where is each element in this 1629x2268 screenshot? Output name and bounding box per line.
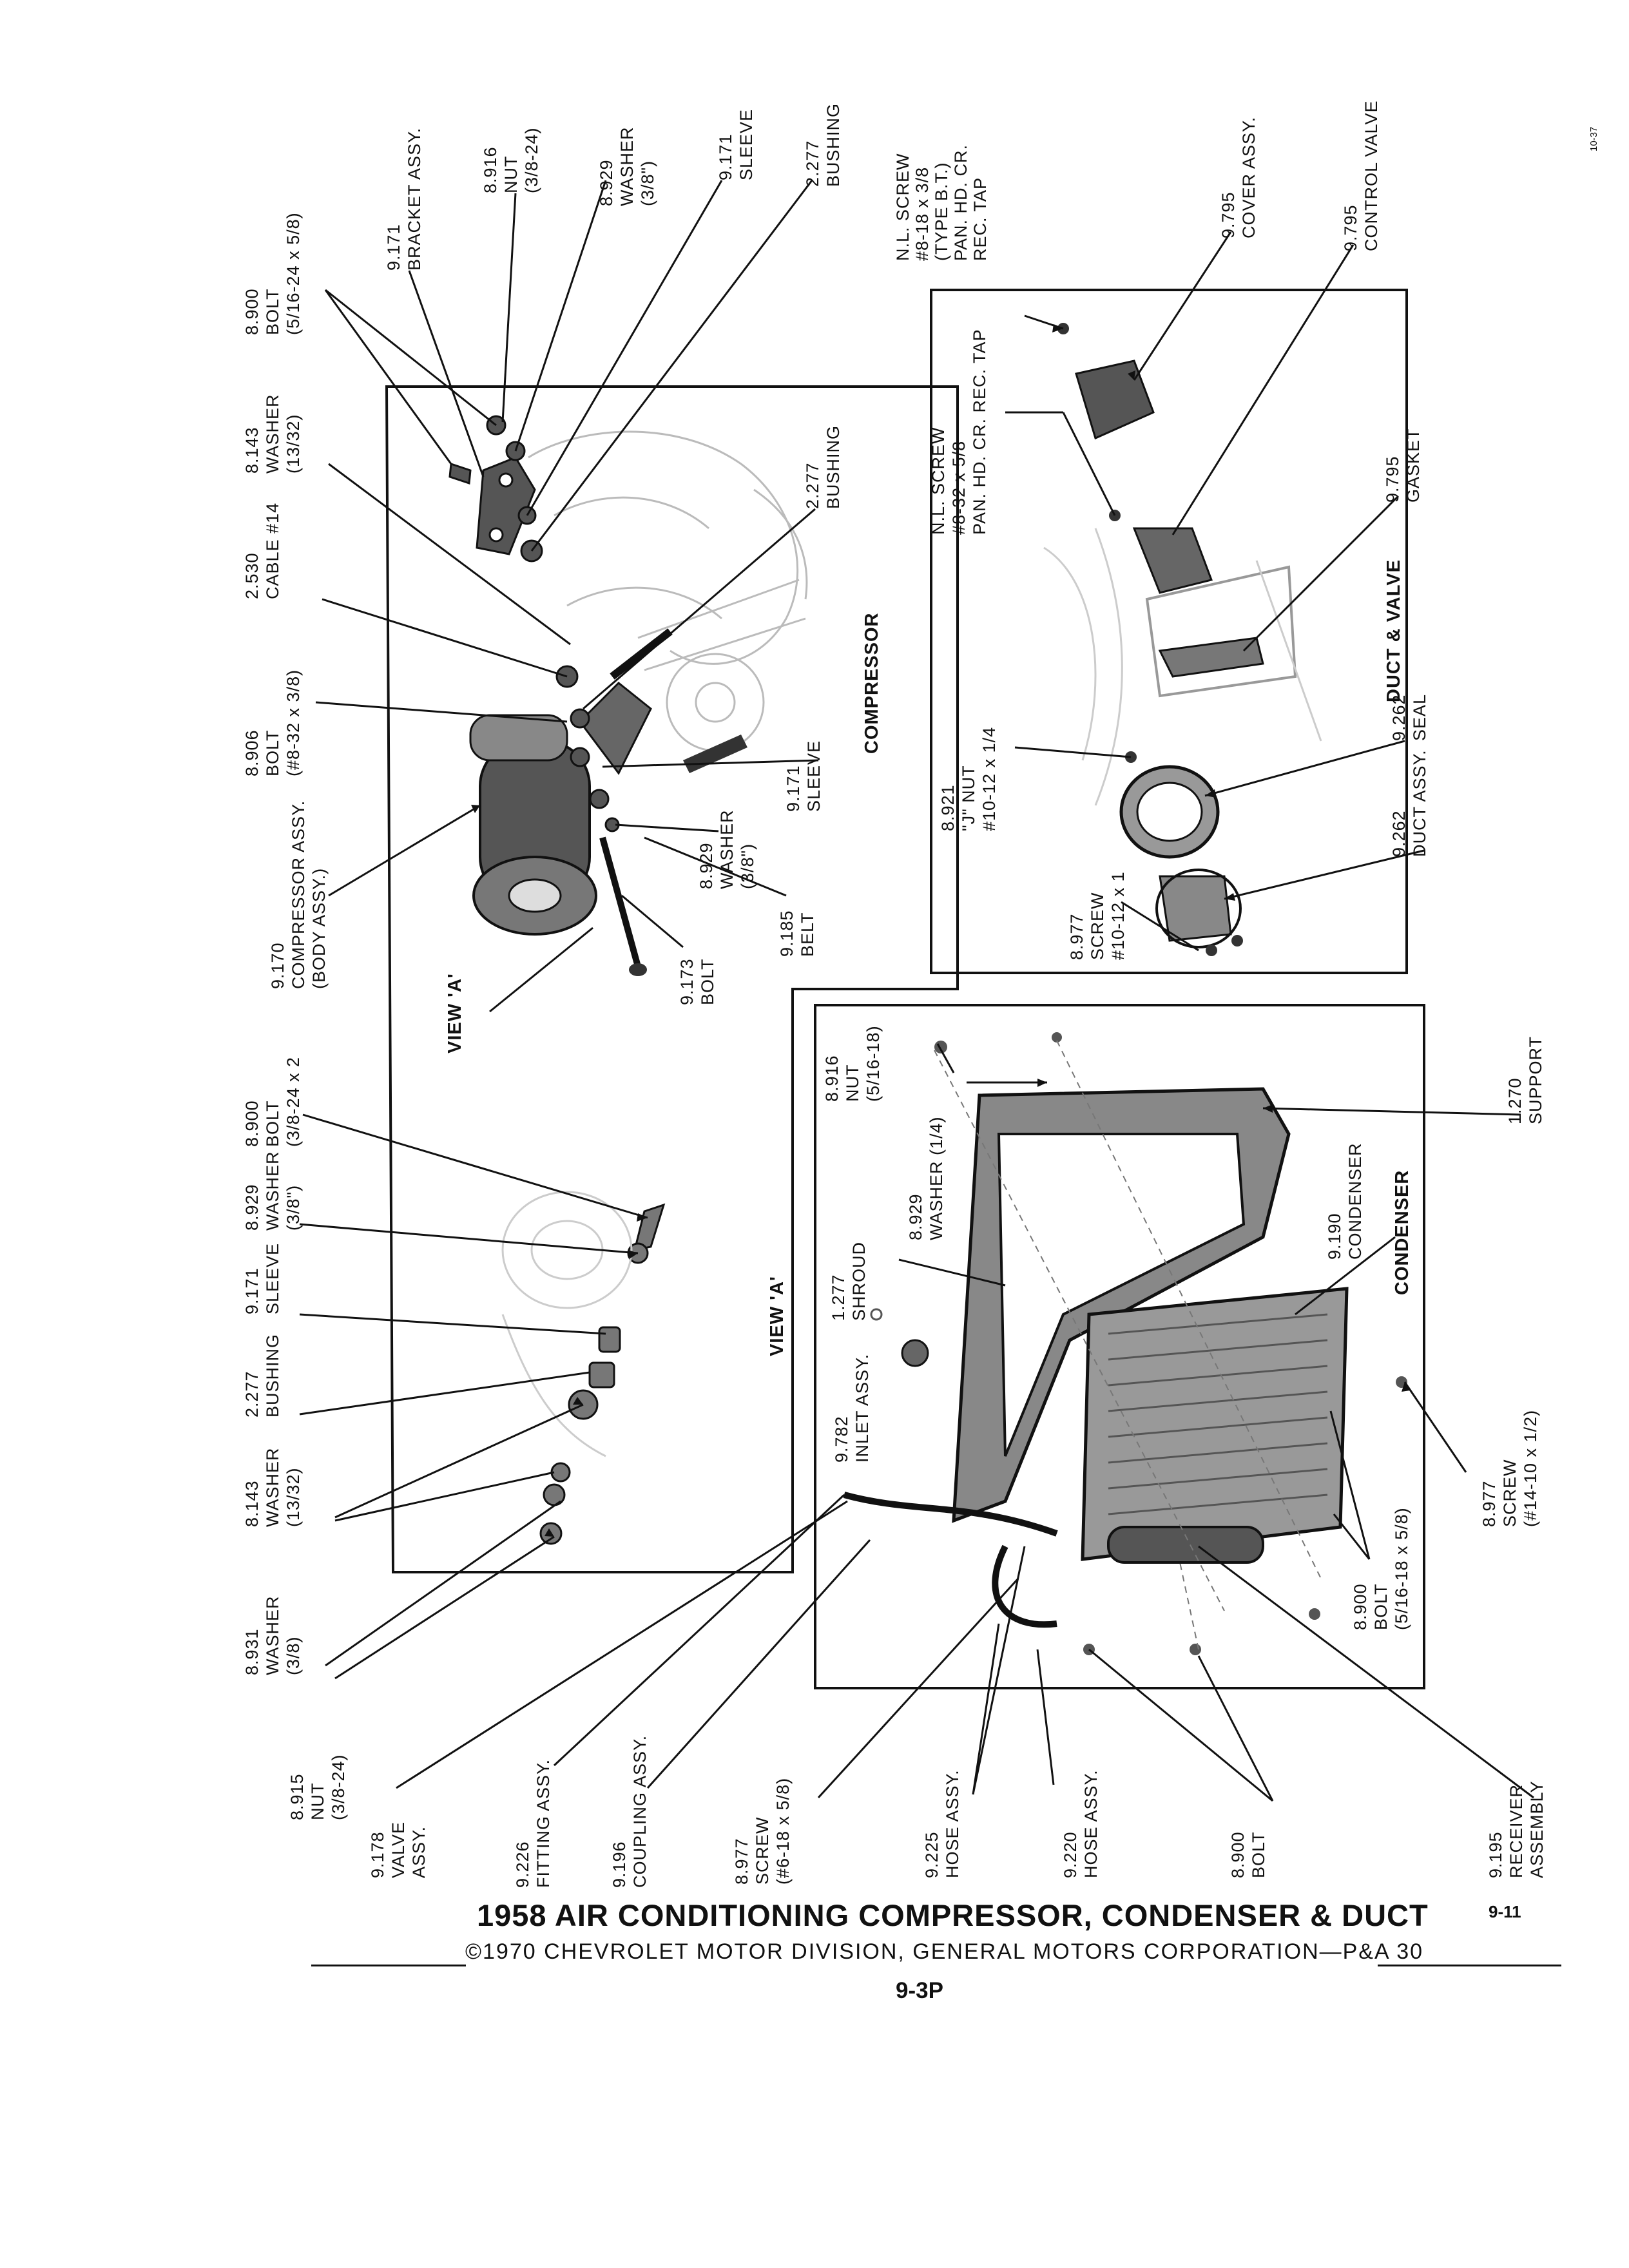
engine-sketch xyxy=(528,430,808,752)
label-cable-2530: 2.530CABLE #14 xyxy=(242,503,282,599)
arrowheads xyxy=(471,324,1410,1537)
label-screw-8977-bottom: 8.977SCREW(#6-18 x 5/8) xyxy=(732,1778,793,1885)
label-hose-9220: 9.220HOSE ASSY. xyxy=(1061,1769,1101,1878)
label-j-nut: 8.921"J" NUT#10-12 x 1/4 xyxy=(938,727,999,831)
label-washer-8143-top: 8.143WASHER(13/32) xyxy=(242,394,303,474)
label-receiver-assy: 9.195RECEIVERASSEMBLY xyxy=(1486,1780,1547,1878)
leader-lines xyxy=(299,180,1534,1802)
duct-valve-frame xyxy=(930,289,1408,974)
label-bracket-assy: 9.171BRACKET ASSY. xyxy=(384,128,424,271)
label-sleeve-9171-center: 9.171SLEEVE xyxy=(784,740,824,812)
label-washer-8929-cond: 8.929WASHER (1/4) xyxy=(906,1116,946,1240)
label-gasket: 9.795GASKET xyxy=(1383,428,1423,503)
corner-code: 10-37 xyxy=(1588,126,1599,151)
label-washer-8931: 8.931WASHER(3/8) xyxy=(242,1595,303,1675)
label-nut-8916-cond: 8.916NUT(5/16-18) xyxy=(822,1025,883,1102)
label-nl-screw-top: N.L. SCREW#8-18 x 3/8(TYPE B.T.)PAN. HD.… xyxy=(893,144,990,261)
compressor-drawing xyxy=(469,628,747,976)
label-bolt-8900-top: 8.900BOLT(5/16-24 x 5/8) xyxy=(242,212,303,335)
section-compressor: COMPRESSOR xyxy=(862,613,882,754)
view-a-compressor: VIEW 'A' xyxy=(445,973,465,1053)
center-small-parts xyxy=(555,665,620,832)
label-hose-9225: 9.225HOSE ASSY. xyxy=(922,1769,962,1878)
condenser-dashed xyxy=(934,1040,1322,1650)
label-coupling-assy: 9.196COUPLING ASSY. xyxy=(610,1735,650,1888)
condenser-drawing xyxy=(843,1032,1407,1655)
label-bolt-9173: 9.173BOLT xyxy=(677,958,717,1005)
page-title: 1958 AIR CONDITIONING COMPRESSOR, CONDEN… xyxy=(477,1898,1429,1932)
label-bolt-8900-cond: 8.900BOLT(5/16-18 x 5/8) xyxy=(1351,1507,1411,1630)
footer-rule-left xyxy=(311,1965,466,1966)
page-section-number: 9-11 xyxy=(1489,1902,1521,1921)
label-bushing-2277-center: 2.277BUSHING xyxy=(803,425,843,509)
duct-sketch xyxy=(1043,528,1322,806)
label-belt-9185: 9.185BELT xyxy=(777,910,817,957)
label-seal: 9.262SEAL xyxy=(1389,694,1429,741)
bracket-parts xyxy=(448,415,543,562)
label-valve-assy: 9.178VALVEASSY. xyxy=(368,1821,429,1878)
label-inlet-assy: 9.782INLET ASSY. xyxy=(832,1354,872,1463)
label-bushing-2277-top: 2.277BUSHING xyxy=(803,103,843,187)
label-bolt-8906: 8.906BOLT(#8-32 x 3/8) xyxy=(242,669,303,776)
label-screw-8977-cond: 8.977SCREW(#14-10 x 1/2) xyxy=(1480,1410,1540,1527)
section-duct-valve: DUCT & VALVE xyxy=(1383,559,1404,702)
part-labels: 8.915NUT(3/8-24) 8.931WASHER(3/8) 8.143W… xyxy=(242,100,1547,1888)
label-support: 1.270SUPPORT xyxy=(1505,1036,1545,1124)
label-cover-assy: 9.795COVER ASSY. xyxy=(1219,117,1258,238)
label-sleeve-9171-top: 9.171SLEEVE xyxy=(716,109,756,180)
condenser-frame xyxy=(814,1004,1425,1689)
label-compressor-assy: 9.170COMPRESSOR ASSY.(BODY ASSY.) xyxy=(268,800,329,989)
label-washer-8929-left: 8.929WASHER(3/8") xyxy=(242,1151,303,1231)
compressor-view-frame xyxy=(385,385,959,1573)
label-washer-8929-center: 8.929WASHER(3/8") xyxy=(697,809,757,889)
label-fitting-assy: 9.226FITTING ASSY. xyxy=(513,1759,553,1888)
label-bolt-8900-bottom: 8.900BOLT xyxy=(1228,1831,1268,1878)
label-bolt-8900-left: 8.900BOLT(3/8-24 x 2 xyxy=(242,1057,303,1147)
footer-rule-right xyxy=(1378,1965,1561,1966)
section-condenser: CONDENSER xyxy=(1392,1170,1412,1295)
label-nl-screw-mid: N.L. SCREW#8-32 x 5/8PAN. HD. CR. REC. T… xyxy=(929,329,989,535)
mount-sketch xyxy=(501,1191,633,1457)
label-washer-8929-top: 8.929WASHER(3/8") xyxy=(597,126,657,206)
copyright-line: ©1970 CHEVROLET MOTOR DIVISION, GENERAL … xyxy=(465,1939,1424,1964)
label-washer-8143-left: 8.143WASHER(13/32) xyxy=(242,1447,303,1527)
duct-valve-drawing xyxy=(1057,323,1297,956)
view-a-condenser: VIEW 'A' xyxy=(767,1276,787,1356)
label-condenser-9190: 9.190CONDENSER xyxy=(1325,1142,1365,1260)
label-bushing-2277-left: 2.277BUSHING xyxy=(242,1334,282,1418)
label-screw-8977-duct: 8.977SCREW#10-12 x 1 xyxy=(1067,871,1128,960)
label-sleeve-9171-left: 9.171SLEEVE xyxy=(242,1243,282,1314)
section-titles: COMPRESSOR DUCT & VALVE CONDENSER VIEW '… xyxy=(445,559,1412,1356)
page-number: 9-3P xyxy=(896,1978,943,2003)
label-shroud: 1.277SHROUD xyxy=(829,1242,869,1321)
label-nut-8916-top: 8.916NUT(3/8-24) xyxy=(481,127,541,193)
label-nut-8915: 8.915NUT(3/8-24) xyxy=(287,1754,348,1820)
label-duct-assy: 9.262DUCT ASSY. xyxy=(1389,749,1429,857)
label-control-valve: 9.795CONTROL VALVE xyxy=(1341,100,1381,251)
